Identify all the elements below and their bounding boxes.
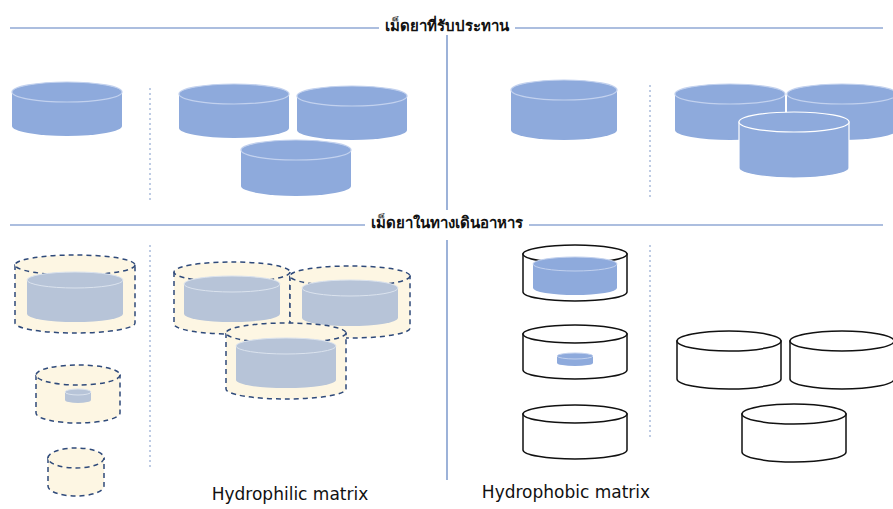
tablet xyxy=(27,272,123,322)
tablet xyxy=(236,338,336,388)
tablet xyxy=(790,331,893,389)
dotted-divider xyxy=(650,245,651,440)
matrix-label: Hydrophobic matrix xyxy=(476,482,656,502)
tablet xyxy=(677,331,781,389)
dotted-divider xyxy=(150,88,151,200)
tablet xyxy=(739,112,849,178)
tablet xyxy=(184,276,280,322)
tablet xyxy=(48,448,104,496)
section-heading: เม็ดยาที่รับประทาน xyxy=(379,17,515,35)
tablet xyxy=(533,257,617,295)
tablet xyxy=(226,323,346,399)
tablet xyxy=(241,140,351,196)
section-heading: เม็ดยาในทางเดินอาหาร xyxy=(365,214,529,232)
divider xyxy=(446,240,447,480)
tablet xyxy=(179,84,289,138)
tablet xyxy=(523,245,627,301)
tablet xyxy=(742,404,846,462)
tablet xyxy=(511,80,617,140)
tablet xyxy=(297,86,407,140)
tablet xyxy=(523,325,627,379)
tablet xyxy=(302,280,398,326)
tablet xyxy=(15,255,135,333)
divider xyxy=(446,30,447,210)
tablet xyxy=(36,365,120,423)
tablet xyxy=(557,353,593,366)
tablet xyxy=(523,405,627,459)
tablet xyxy=(12,82,122,136)
matrix-label: Hydrophilic matrix xyxy=(206,484,375,504)
dotted-divider xyxy=(650,85,651,200)
tablet xyxy=(65,389,91,403)
dotted-divider xyxy=(150,245,151,470)
